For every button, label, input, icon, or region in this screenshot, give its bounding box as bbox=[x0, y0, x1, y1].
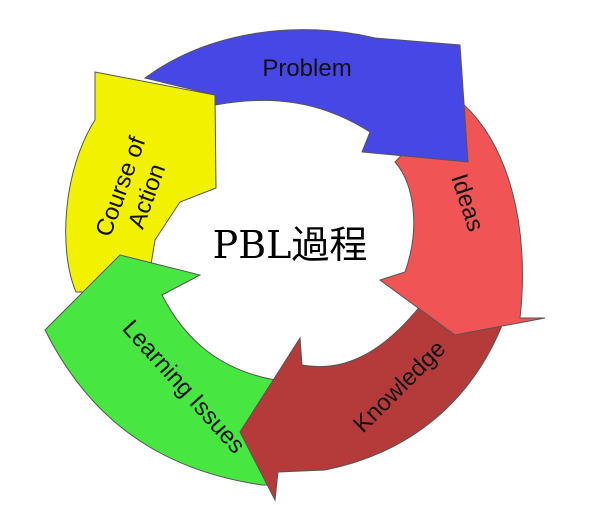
arrow-course-of-action bbox=[65, 71, 217, 293]
label-problem: Problem bbox=[262, 55, 351, 82]
center-title: PBL過程 bbox=[213, 223, 368, 267]
arrow-knowledge bbox=[239, 299, 506, 502]
arrow-problem bbox=[143, 29, 469, 163]
arrow-learning-issues bbox=[44, 254, 276, 486]
